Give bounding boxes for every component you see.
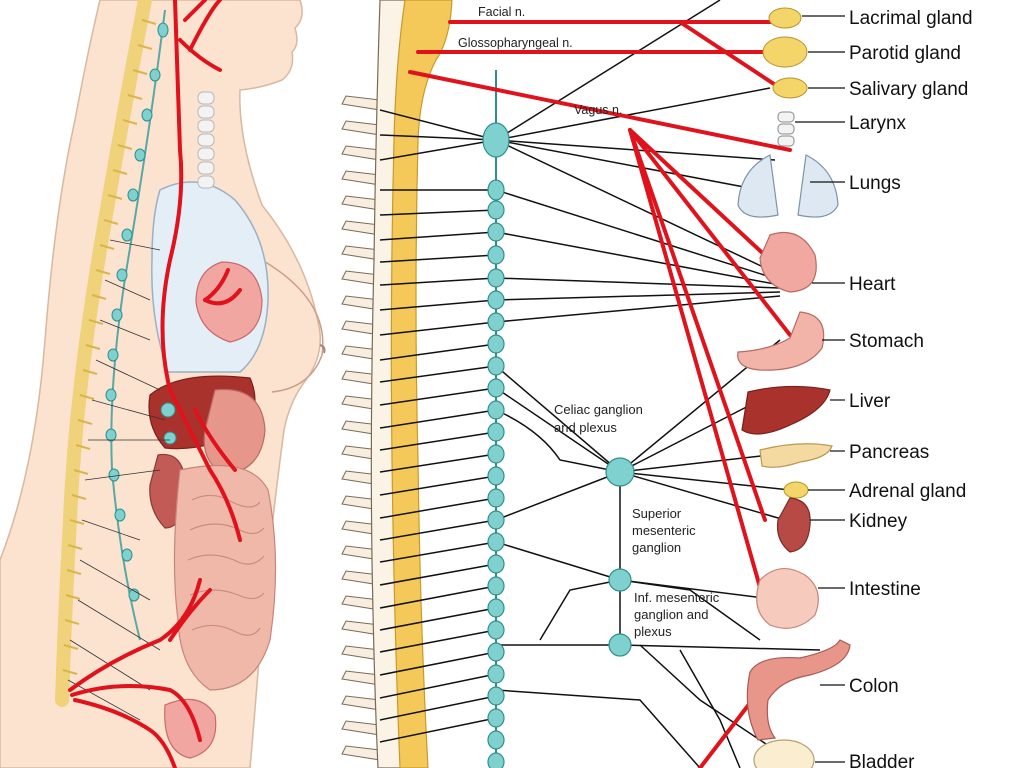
organ-labels: Lacrimal gland Parotid gland Salivary gl… bbox=[849, 8, 973, 768]
heart-label: Heart bbox=[849, 274, 896, 295]
leader-lines bbox=[795, 15, 845, 763]
colon-label: Colon bbox=[849, 676, 899, 697]
inferior-mesenteric-label: Inf. mesenteric ganglion and plexus bbox=[634, 590, 723, 639]
body-vertebrae bbox=[62, 19, 157, 675]
nerve-labels: Facial n. Glossopharyngeal n. Vagus n. bbox=[458, 5, 622, 117]
body-ganglia bbox=[105, 22, 177, 602]
nipple bbox=[319, 344, 326, 354]
intestine-label: Intestine bbox=[849, 579, 921, 600]
vagus-nerve-label: Vagus n. bbox=[574, 103, 622, 117]
body-figure bbox=[0, 0, 326, 768]
body-spine bbox=[55, 0, 152, 707]
superior-mesenteric-ganglion bbox=[608, 568, 632, 592]
prevertebral-ganglia bbox=[605, 457, 635, 657]
intestine-mass bbox=[173, 464, 277, 691]
adrenal-icon bbox=[783, 481, 809, 499]
gland-icon bbox=[762, 7, 808, 99]
larynx-label: Larynx bbox=[849, 113, 907, 134]
salivary-gland-label: Salivary gland bbox=[849, 79, 968, 100]
stomach-icon bbox=[737, 311, 825, 371]
kidney-label: Kidney bbox=[849, 511, 908, 532]
sympathetic-fibers bbox=[379, 0, 821, 768]
bladder-organ bbox=[164, 698, 217, 759]
breast-outline bbox=[261, 259, 324, 393]
heart-icon bbox=[759, 231, 817, 293]
vagus-nerve-line bbox=[408, 70, 792, 152]
spinal-cord bbox=[390, 0, 453, 768]
larynx-icon bbox=[777, 111, 795, 147]
trachea bbox=[197, 91, 215, 189]
ganglion-labels: Celiac ganglion and plexus Superior mese… bbox=[554, 402, 723, 639]
lungs-icon bbox=[737, 154, 839, 218]
vertebral-processes bbox=[341, 95, 381, 761]
celiac-ganglion bbox=[605, 457, 635, 487]
sympathetic-chain-ganglia bbox=[482, 122, 510, 768]
body-spinal-nerves bbox=[67, 239, 170, 721]
pancreas-icon bbox=[759, 443, 833, 468]
bladder-icon bbox=[753, 739, 815, 768]
bladder-label: Bladder bbox=[849, 752, 915, 768]
lacrimal-gland-label: Lacrimal gland bbox=[849, 8, 973, 29]
spinal-column bbox=[341, 0, 453, 768]
body-vagus-nerve bbox=[68, 0, 242, 768]
inferior-mesenteric-ganglion bbox=[608, 633, 632, 657]
superior-mesenteric-label: Superior mesenteric ganglion bbox=[632, 506, 699, 555]
lungs-label: Lungs bbox=[849, 173, 901, 194]
colon-icon bbox=[746, 639, 851, 741]
body-silhouette bbox=[0, 0, 321, 768]
pancreas-label: Pancreas bbox=[849, 442, 929, 463]
glossopharyngeal-nerve-label: Glossopharyngeal n. bbox=[458, 36, 573, 50]
intestine-icon bbox=[756, 568, 819, 629]
kidney-icon bbox=[776, 497, 811, 553]
liver-icon bbox=[741, 385, 831, 435]
stomach-organ bbox=[203, 388, 266, 476]
adrenal-gland-label: Adrenal gland bbox=[849, 481, 966, 502]
liver-label: Liver bbox=[849, 391, 891, 412]
celiac-label: Celiac ganglion and plexus bbox=[554, 402, 647, 435]
organ-illustrations bbox=[737, 7, 851, 768]
parotid-gland-label: Parotid gland bbox=[849, 43, 961, 64]
facial-nerve-label: Facial n. bbox=[478, 5, 525, 19]
stomach-label: Stomach bbox=[849, 331, 924, 352]
